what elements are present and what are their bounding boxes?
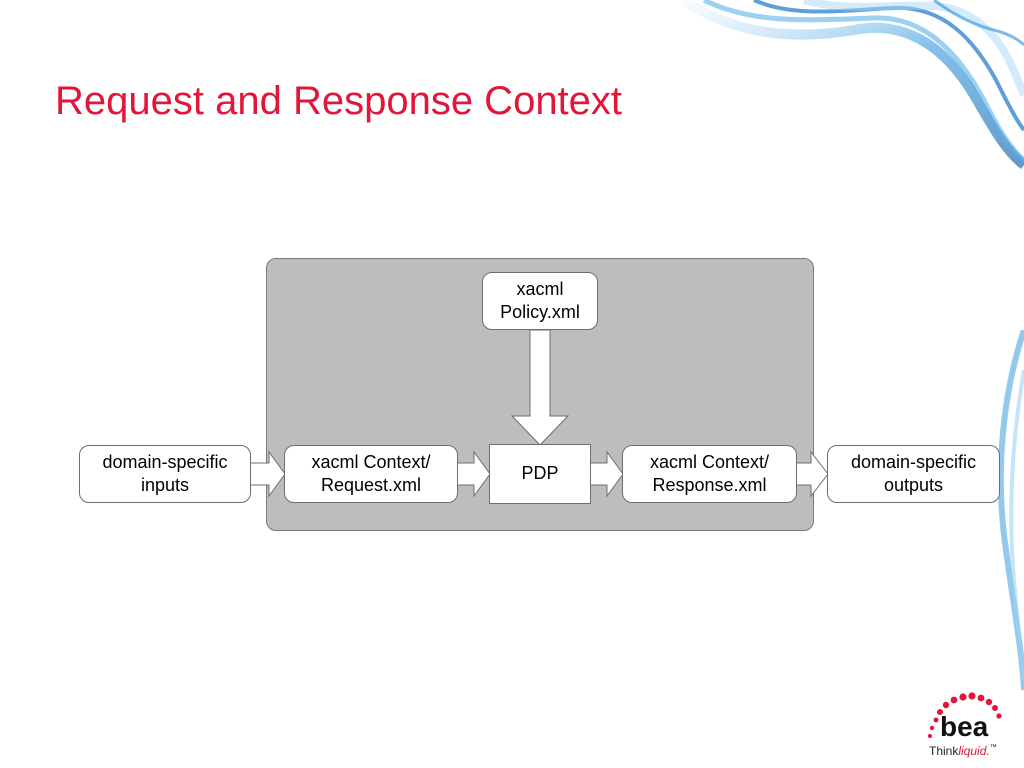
xacml-context-request-label: xacml Context/ Request.xml — [311, 451, 431, 495]
bea-wordmark: bea — [940, 711, 989, 742]
bea-logo: bea — [928, 692, 1002, 742]
tagline-think: Think — [929, 744, 959, 758]
xacml-context-response-label: xacml Context/ Response.xml — [649, 451, 770, 495]
decorative-swirl-graphic — [681, 0, 1024, 169]
arrow-inputs-to-request — [249, 450, 286, 498]
arrow-request-to-pdp — [456, 450, 491, 498]
domain-specific-outputs-node: domain-specific outputs — [827, 445, 1000, 503]
tagline-trademark: ™ — [989, 744, 997, 751]
arrow-response-to-outputs — [795, 450, 829, 498]
domain-specific-inputs-label: domain-specific inputs — [102, 451, 228, 495]
xacml-policy-label: xacml Policy.xml — [500, 278, 580, 322]
domain-specific-outputs-label: domain-specific outputs — [850, 451, 977, 495]
pdp-label: PDP — [521, 463, 559, 484]
arrow-policy-to-pdp — [510, 329, 570, 446]
domain-specific-inputs-node: domain-specific inputs — [79, 445, 251, 503]
decorative-swirl-side-graphic — [997, 330, 1024, 690]
xacml-context-request-node: xacml Context/ Request.xml — [284, 445, 458, 503]
slide-title: Request and Response Context — [55, 78, 623, 123]
xacml-context-response-node: xacml Context/ Response.xml — [622, 445, 797, 503]
arrow-pdp-to-response — [589, 450, 624, 498]
xacml-policy-node: xacml Policy.xml — [482, 272, 598, 330]
tagline-liquid: liquid. — [958, 744, 990, 758]
logo-tagline: Thinkliquid.™ — [929, 744, 997, 758]
pdp-node: PDP — [489, 444, 591, 504]
